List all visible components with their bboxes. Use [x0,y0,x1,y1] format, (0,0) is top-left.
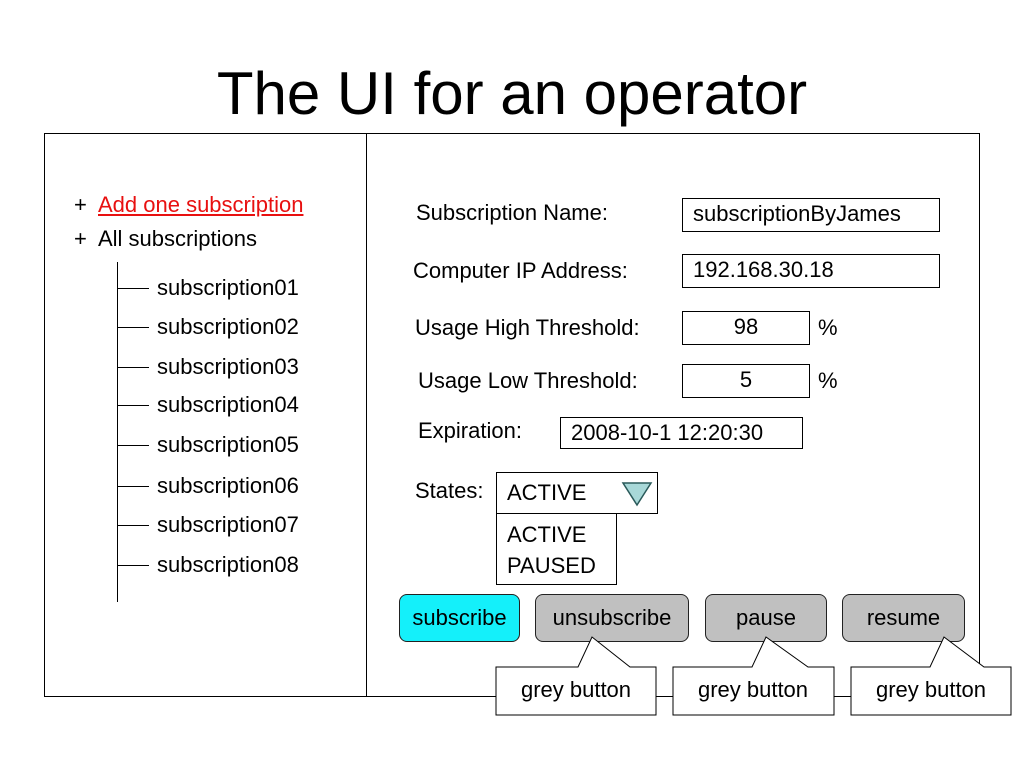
callout-pause: grey button [672,636,835,716]
tree-item-label: subscription07 [157,512,299,537]
percent-label: % [818,315,838,340]
tree-branch-line [117,565,149,566]
resume-button[interactable]: resume [842,594,965,642]
high-threshold-label: Usage High Threshold: [415,315,640,340]
add-subscription-link[interactable]: Add one subscription [98,192,304,217]
tree-item-label: subscription01 [157,275,299,300]
tree-item-label: subscription05 [157,432,299,457]
subscribe-button[interactable]: subscribe [399,594,520,642]
pause-button[interactable]: pause [705,594,827,642]
tree-item-label: subscription08 [157,552,299,577]
tree-branch-line [117,288,149,289]
states-option-paused[interactable]: PAUSED [507,553,596,578]
expand-icon[interactable]: + [74,226,87,251]
triangle-down-icon[interactable] [621,481,653,507]
percent-label: % [818,368,838,393]
low-threshold-label: Usage Low Threshold: [418,368,638,393]
all-subscriptions-label: All subscriptions [98,226,257,251]
panel-divider [366,133,367,697]
tree-all-row[interactable]: + All subscriptions [74,226,257,252]
page-title: The UI for an operator [216,60,808,127]
tree-vertical-line [117,262,118,602]
tree-item-label: subscription04 [157,392,299,417]
tree-item-label: subscription02 [157,314,299,339]
callout-text: grey button [876,677,986,702]
high-threshold-field[interactable]: 98 [682,311,810,345]
ip-address-field[interactable]: 192.168.30.18 [682,254,940,288]
tree-item-label: subscription03 [157,354,299,379]
states-option-active[interactable]: ACTIVE [507,522,587,547]
tree-branch-line [117,525,149,526]
low-threshold-field[interactable]: 5 [682,364,810,398]
tree-branch-line [117,327,149,328]
callout-text: grey button [521,677,631,702]
unsubscribe-button[interactable]: unsubscribe [535,594,689,642]
tree-add-row: + Add one subscription [74,192,303,218]
expand-icon[interactable]: + [74,192,87,217]
tree-branch-line [117,405,149,406]
callout-resume: grey button [850,636,1012,716]
tree-branch-line [117,486,149,487]
subscription-name-label: Subscription Name: [416,200,608,225]
callout-unsubscribe: grey button [495,636,657,716]
tree-item-label: subscription06 [157,473,299,498]
states-selected-value: ACTIVE [507,480,587,505]
states-options-list: ACTIVE PAUSED [496,513,617,585]
callout-text: grey button [698,677,808,702]
subscription-name-field[interactable]: subscriptionByJames [682,198,940,232]
states-select[interactable]: ACTIVE [496,472,658,514]
states-label: States: [415,478,484,503]
ip-address-label: Computer IP Address: [413,258,628,283]
expiration-label: Expiration: [418,418,522,443]
tree-branch-line [117,445,149,446]
expiration-field[interactable]: 2008-10-1 12:20:30 [560,417,803,449]
tree-branch-line [117,367,149,368]
